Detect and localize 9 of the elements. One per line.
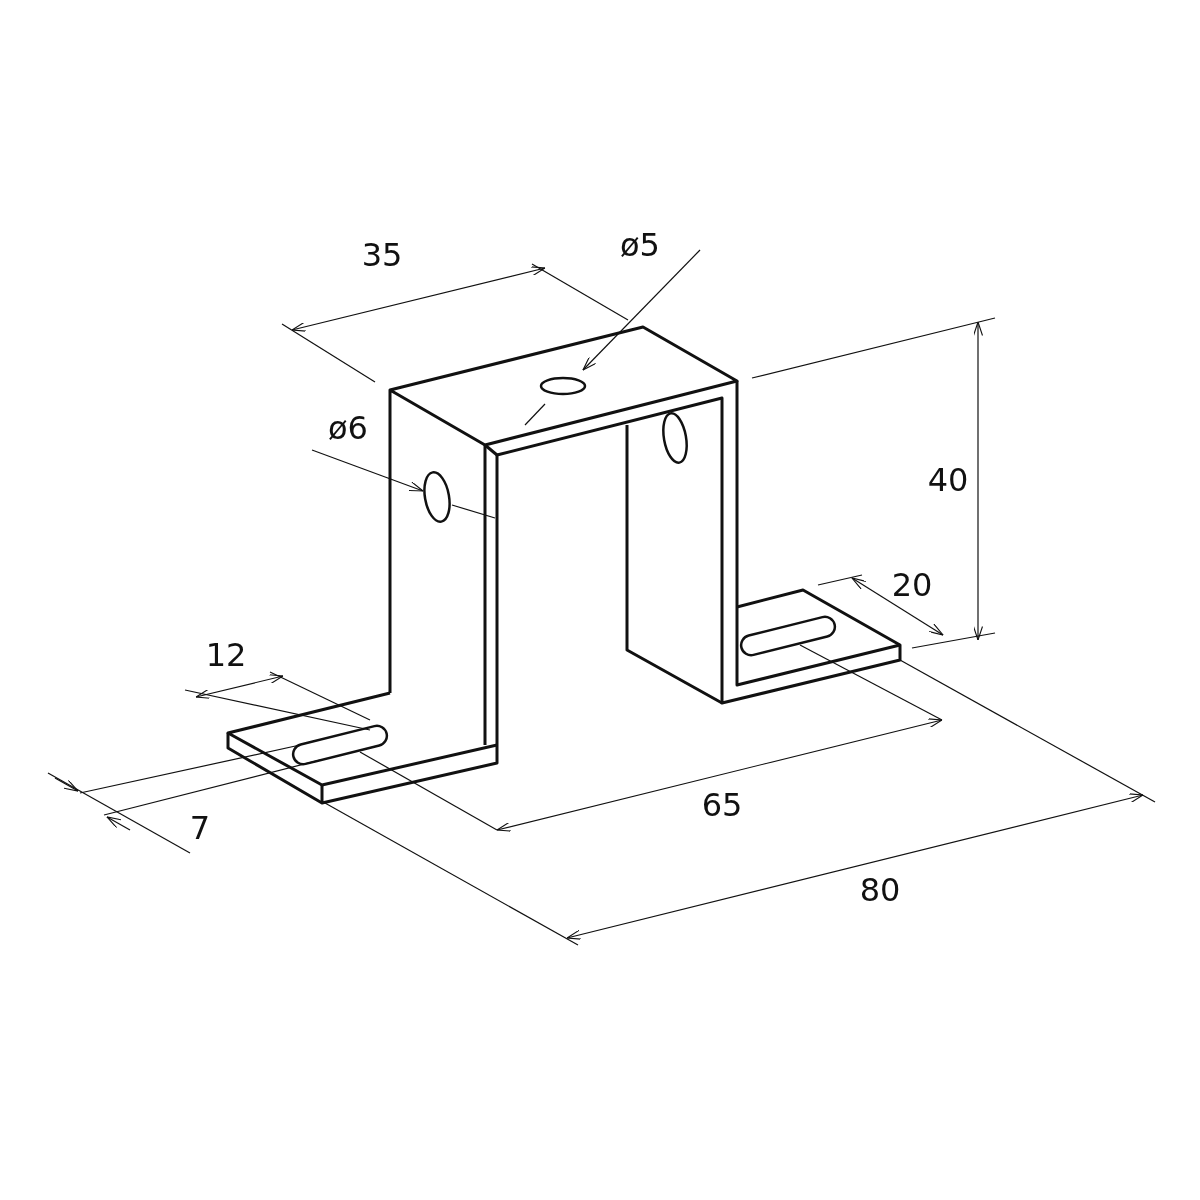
dimension-label: ø5 — [620, 229, 660, 261]
dimension-label: 35 — [361, 239, 403, 271]
dimension-label: 7 — [189, 812, 211, 844]
dimension-label: 65 — [701, 789, 743, 821]
dimension-label: 12 — [205, 639, 247, 671]
dimension-label: ø6 — [328, 412, 368, 444]
dimension-label: 40 — [927, 464, 969, 496]
dimension-label: 20 — [891, 569, 933, 601]
dimension-label: 80 — [859, 874, 901, 906]
